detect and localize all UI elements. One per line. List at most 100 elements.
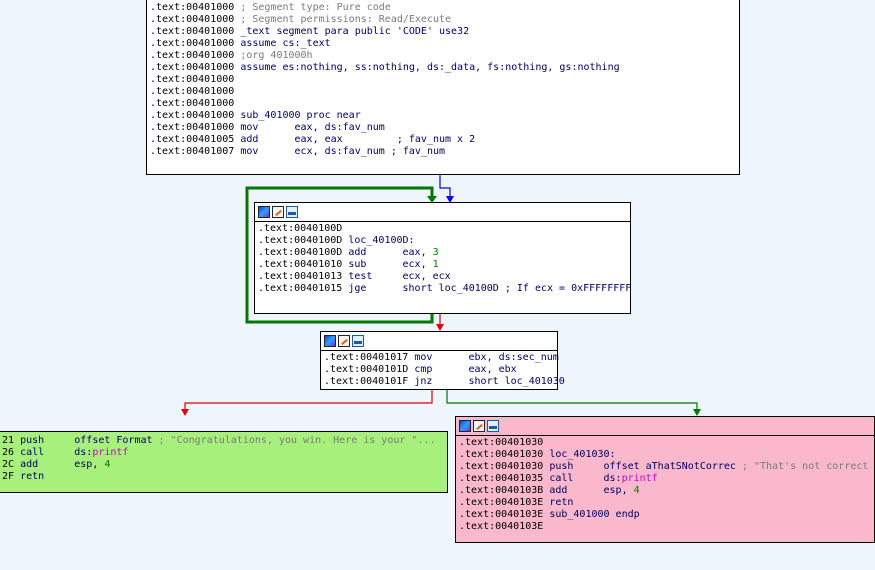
code-line[interactable]: 21 push offset Format ; "Congratulations…: [2, 435, 447, 447]
code-line[interactable]: .text:00401000 _text segment para public…: [150, 26, 739, 38]
instruction: call ds:: [14, 447, 93, 458]
address: .text:00401030: [459, 461, 544, 472]
address: .text:00401010: [258, 259, 343, 270]
code-lines: .text:00401030.text:00401030 loc_401030:…: [456, 436, 874, 533]
code-line[interactable]: .text:00401000 sub_401000 proc near: [150, 110, 739, 122]
address: .text:00401035: [459, 473, 544, 484]
instruction: call ds:: [543, 473, 622, 484]
code-line[interactable]: .text:0040103E sub_401000 endp: [459, 509, 874, 521]
address: .text:00401000: [150, 86, 235, 97]
code-line[interactable]: .text:00401007 mov ecx, ds:fav_num ; fav…: [150, 146, 739, 158]
code-block-compare[interactable]: .text:00401017 mov ebx, ds:sec_num.text:…: [320, 331, 565, 390]
screenshot-icon[interactable]: [352, 335, 364, 347]
node-header: [255, 203, 630, 222]
code-line[interactable]: .text:00401030 push offset aThatSNotCorr…: [459, 461, 874, 473]
edge-arrow: [446, 196, 454, 203]
code-line[interactable]: .text:00401000: [150, 98, 739, 110]
code-line[interactable]: .text:0040103E: [459, 521, 874, 533]
instruction: add eax,: [342, 247, 433, 258]
instruction: ; Segment permissions: Read/Execute: [234, 14, 452, 25]
code-lines: .text:0040100D.text:0040100D loc_40100D:…: [255, 222, 632, 295]
code-line[interactable]: .text:00401000 ;org 401000h: [150, 50, 739, 62]
address: .text:00401000: [150, 38, 235, 49]
edit-node-icon[interactable]: [272, 206, 284, 218]
code-line[interactable]: .text:0040100D: [258, 223, 630, 235]
code-line[interactable]: .text:00401035 call ds:printf: [459, 473, 874, 485]
edit-node-icon[interactable]: [473, 420, 485, 432]
code-line[interactable]: .text:0040101F jnz short loc_401030: [324, 376, 565, 388]
screenshot-icon[interactable]: [487, 420, 499, 432]
address: .text:00401000: [150, 74, 235, 85]
code-line[interactable]: .text:0040103E retn: [459, 497, 874, 509]
edge-arrow: [181, 409, 189, 416]
code-line[interactable]: .text:00401000 ; Segment permissions: Re…: [150, 14, 739, 26]
code-line[interactable]: .text:00401000 assume es:nothing, ss:not…: [150, 62, 739, 74]
address: .text:00401030: [459, 437, 544, 448]
address: 21: [2, 435, 15, 446]
code-line[interactable]: .text:00401030: [459, 437, 874, 449]
code-line[interactable]: .text:0040101D cmp eax, ebx: [324, 364, 557, 376]
address: 2C: [2, 459, 15, 470]
code-line[interactable]: .text:00401000: [150, 74, 739, 86]
instruction: push offset aThatSNotCorrec: [543, 461, 736, 472]
code-line[interactable]: .text:0040100D loc_40100D:: [258, 235, 630, 247]
code-line[interactable]: .text:00401000 assume cs:_text: [150, 38, 739, 50]
instruction: ;org 401000h: [234, 50, 313, 61]
instruction: sub ecx,: [342, 259, 433, 270]
instruction: sub_401000 endp: [543, 509, 640, 520]
address: .text:00401013: [258, 271, 343, 282]
instruction: add esp,: [543, 485, 634, 496]
import-name: printf: [621, 473, 658, 484]
code-line[interactable]: 2F retn: [2, 471, 447, 483]
code-line[interactable]: .text:00401015 jge short loc_40100D ; If…: [258, 283, 632, 295]
instruction: ; Segment type: Pure code: [234, 2, 391, 13]
code-line[interactable]: .text:0040103B add esp, 4: [459, 485, 874, 497]
edge-loop-back: [245, 186, 434, 324]
code-line[interactable]: 26 call ds:printf: [2, 447, 447, 459]
edge-arrow: [427, 196, 437, 203]
code-line[interactable]: .text:0040100D add eax, 3: [258, 247, 630, 259]
graph-overview-icon[interactable]: [258, 206, 270, 218]
address: .text:00401007: [150, 146, 235, 157]
graph-overview-icon[interactable]: [324, 335, 336, 347]
address: .text:00401017: [324, 352, 409, 363]
address: .text:00401015: [258, 283, 343, 294]
instruction: mov eax, ds:fav_num: [234, 122, 385, 133]
address: .text:00401000: [150, 62, 235, 73]
address: .text:00401000: [150, 14, 235, 25]
graph-overview-icon[interactable]: [459, 420, 471, 432]
node-header: [456, 417, 874, 436]
code-line[interactable]: .text:00401013 test ecx, ecx: [258, 271, 630, 283]
import-name: printf: [92, 447, 129, 458]
immediate-value: 1: [432, 259, 439, 270]
immediate-value: 4: [104, 459, 111, 470]
edge-arrow: [436, 324, 444, 331]
instruction: retn: [14, 471, 45, 482]
instruction: sub_401000 proc near: [234, 110, 361, 121]
instruction: jge short loc_40100D ; If ecx = 0xFFFFFF…: [342, 283, 632, 294]
code-line[interactable]: .text:00401010 sub ecx, 1: [258, 259, 630, 271]
screenshot-icon[interactable]: [286, 206, 298, 218]
instruction: add esp,: [14, 459, 105, 470]
instruction: mov ebx, ds:sec_num: [408, 352, 559, 363]
address: .text:0040103E: [459, 509, 544, 520]
code-line[interactable]: 2C add esp, 4: [2, 459, 447, 471]
address: .text:0040101F: [324, 376, 409, 387]
code-block-win[interactable]: 21 push offset Format ; "Congratulations…: [0, 431, 448, 493]
immediate-value: 3: [432, 247, 439, 258]
code-line[interactable]: .text:00401017 mov ebx, ds:sec_num: [324, 352, 559, 364]
code-line[interactable]: .text:00401000: [150, 86, 739, 98]
instruction: assume es:nothing, ss:nothing, ds:_data,…: [234, 62, 620, 73]
code-line[interactable]: .text:00401030 loc_401030:: [459, 449, 874, 461]
code-block-loop[interactable]: .text:0040100D.text:0040100D loc_40100D:…: [254, 202, 631, 314]
node-header: [321, 332, 557, 351]
edge-top-to-loop: [439, 174, 451, 196]
code-block-entry[interactable]: .text:00401000 ; Segment type: Pure code…: [146, 0, 740, 175]
code-block-lose[interactable]: .text:00401030.text:00401030 loc_401030:…: [455, 416, 875, 543]
code-line[interactable]: .text:00401000 mov eax, ds:fav_num: [150, 122, 739, 134]
address: .text:00401030: [459, 449, 544, 460]
code-line[interactable]: .text:00401000 ; Segment type: Pure code: [150, 2, 739, 14]
code-line[interactable]: .text:00401005 add eax, eax ; fav_num x …: [150, 134, 739, 146]
edit-node-icon[interactable]: [338, 335, 350, 347]
